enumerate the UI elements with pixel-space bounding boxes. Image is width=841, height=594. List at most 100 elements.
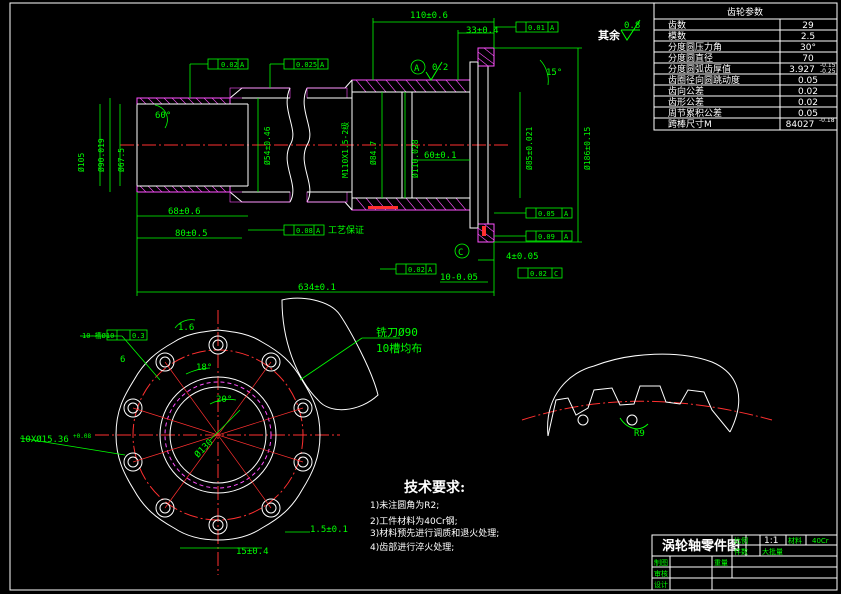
param-tol-sup: -0.18 [819,117,835,124]
dim-85: Ø85±0.021 [524,126,534,170]
param-label: 齿形公差 [668,96,704,108]
gdt-value: 0.02 [408,266,425,274]
angle-15: 15° [546,68,562,78]
gear-parameter-table: 齿轮参数 齿数 29 模数 2.5 分度圆压力角 30° 分度圆直径 70 分度… [653,2,838,131]
tech-item: 1)未注圆角为R2; [370,499,439,511]
roughness-rest: 其余 0.8 [598,19,641,42]
end-view-dimensions [19,319,400,549]
tech-item: 4)齿部进行淬火处理; [370,541,454,553]
dim-60: 60±0.1 [424,151,457,161]
param-label: 模数 [668,30,686,42]
weight-label: 重量 [714,559,728,567]
shaft-dimension-texts: 110±0.6 33±0.4 68±0.6 80±0.5 634±0.1 60±… [76,11,592,293]
dim-186: Ø186±0.15 [582,126,592,170]
drawing-frame [9,2,838,591]
check-label: 审核 [654,569,668,578]
tech-heading: 技术要求: [404,479,465,496]
dim-90: Ø90.019 [96,138,106,172]
param-label: 齿向公差 [668,85,704,97]
end-view-dimension-texts: 10-槽Ø10 0.3 6 1.6 18° 20° Ø130 10XØ15.36… [20,323,422,557]
flange-end-view [95,297,379,575]
gdt-value: 0.05 [538,210,555,218]
gdt-value: 0.08 [296,227,313,235]
param-value: 0.05 [798,109,818,119]
gdt-datum: C [554,270,558,278]
gear-tooth-detail: R9 [521,353,773,439]
dim-m110: M110X1.5-2级 [340,122,350,178]
gdt-texts: 0.02 A 0.025 A 0.01 A 0.05 A 0.09 A 0.08… [221,24,569,278]
param-label: 分度圆直径 [668,52,713,64]
mill-label: 铣刀Ø90 [376,325,418,339]
material-label: 材料 [788,536,802,545]
dim-10x: 10XØ15.36 [20,434,69,445]
dim-54: Ø54±0.46 [262,126,272,165]
param-label: 分度圆压力角 [668,41,722,53]
count-value: 大批量 [762,547,783,556]
dim-holes: 10-槽Ø10 [82,331,114,340]
datum-c-circle: C [458,248,463,258]
dim-15: 15±0.4 [236,547,269,557]
draw-label: 制图 [654,558,668,567]
param-value: 3.927 [789,65,815,75]
param-label: 齿数 [668,19,686,31]
gdt-datum: A [240,61,245,69]
material-value: 40Cr [812,537,829,545]
param-value: 0.02 [798,87,818,97]
drawing-title: 涡轮轴零件图 [662,538,740,554]
gdt-value: 0.025 [296,61,317,69]
gdt-datum: A [428,266,433,274]
dim-634: 634±0.1 [298,283,336,293]
scale-value: 1:1 [764,536,778,546]
angle-18: 18° [196,363,212,373]
tech-item: 2)工件材料为40Cr钢; [370,515,458,527]
param-label: 齿圈径向圆跳动度 [668,74,740,86]
param-value: 29 [802,21,814,31]
gdt-value: 0.02 [221,61,238,69]
dim-67: Ø67.5 [116,148,126,172]
dim-key-ref: 6 [120,355,125,365]
param-table-title: 齿轮参数 [727,6,763,18]
param-label: 跨棒尺寸M [668,118,712,130]
dim-68: 68±0.6 [168,207,201,217]
dim-84: Ø84.7 [368,141,378,165]
svg-text:其余: 其余 [598,28,621,42]
gdt-datum: A [564,210,569,218]
dim-110: 110±0.6 [410,11,448,21]
dim-130: Ø130 [192,437,215,460]
dim-33: 33±0.4 [466,26,499,36]
gdt-value: 0.02 [530,270,547,278]
param-tol-upper: -0.15 [820,62,836,69]
gdt-datum: A [564,233,569,241]
technical-requirements: 技术要求: 1)未注圆角为R2; 2)工件材料为40Cr钢; 3)材料预先进行调… [370,479,499,553]
process-note: 工艺保证 [328,224,364,236]
param-label: 分度圆弧齿厚值 [668,63,731,75]
gdt-value: 0.09 [538,233,555,241]
param-value: 0.02 [798,98,818,108]
roughness-a-value: 0.2 [432,63,448,73]
dim-hole-pos: 0.3 [132,332,145,340]
dim-10: 10-0.05 [440,273,478,283]
dim-1-6: 1.6 [178,323,194,333]
param-label: 周节累积公差 [668,107,722,119]
roughness-value: 0.8 [624,21,640,31]
count-label: 件数 [734,547,748,556]
dim-4: 4±0.05 [506,252,539,262]
title-block: 涡轮轴零件图 比例 1:1 材料 40Cr 件数 大批量 制图 重量 审核 设计 [651,534,838,591]
dim-105: Ø105 [76,153,86,172]
angle-60: 60° [155,111,171,121]
gdt-datum: A [320,61,325,69]
tech-item: 3)材料预先进行调质和退火处理; [370,527,499,539]
param-value: 0.05 [798,76,818,86]
dim-1-5: 1.5±0.1 [310,525,348,535]
scale-label: 比例 [734,536,748,545]
mill-label-2: 10槽均布 [376,342,422,355]
gdt-value: 0.01 [528,24,545,32]
param-value: 84027 [786,120,815,130]
shaft-section-view [120,47,510,243]
gdt-datum: A [316,227,321,235]
datum-a-circle: A [414,64,420,74]
gdt-frames [189,21,573,279]
dim-10x-tol: +0.08 [73,433,91,440]
param-value: 2.5 [801,32,815,42]
